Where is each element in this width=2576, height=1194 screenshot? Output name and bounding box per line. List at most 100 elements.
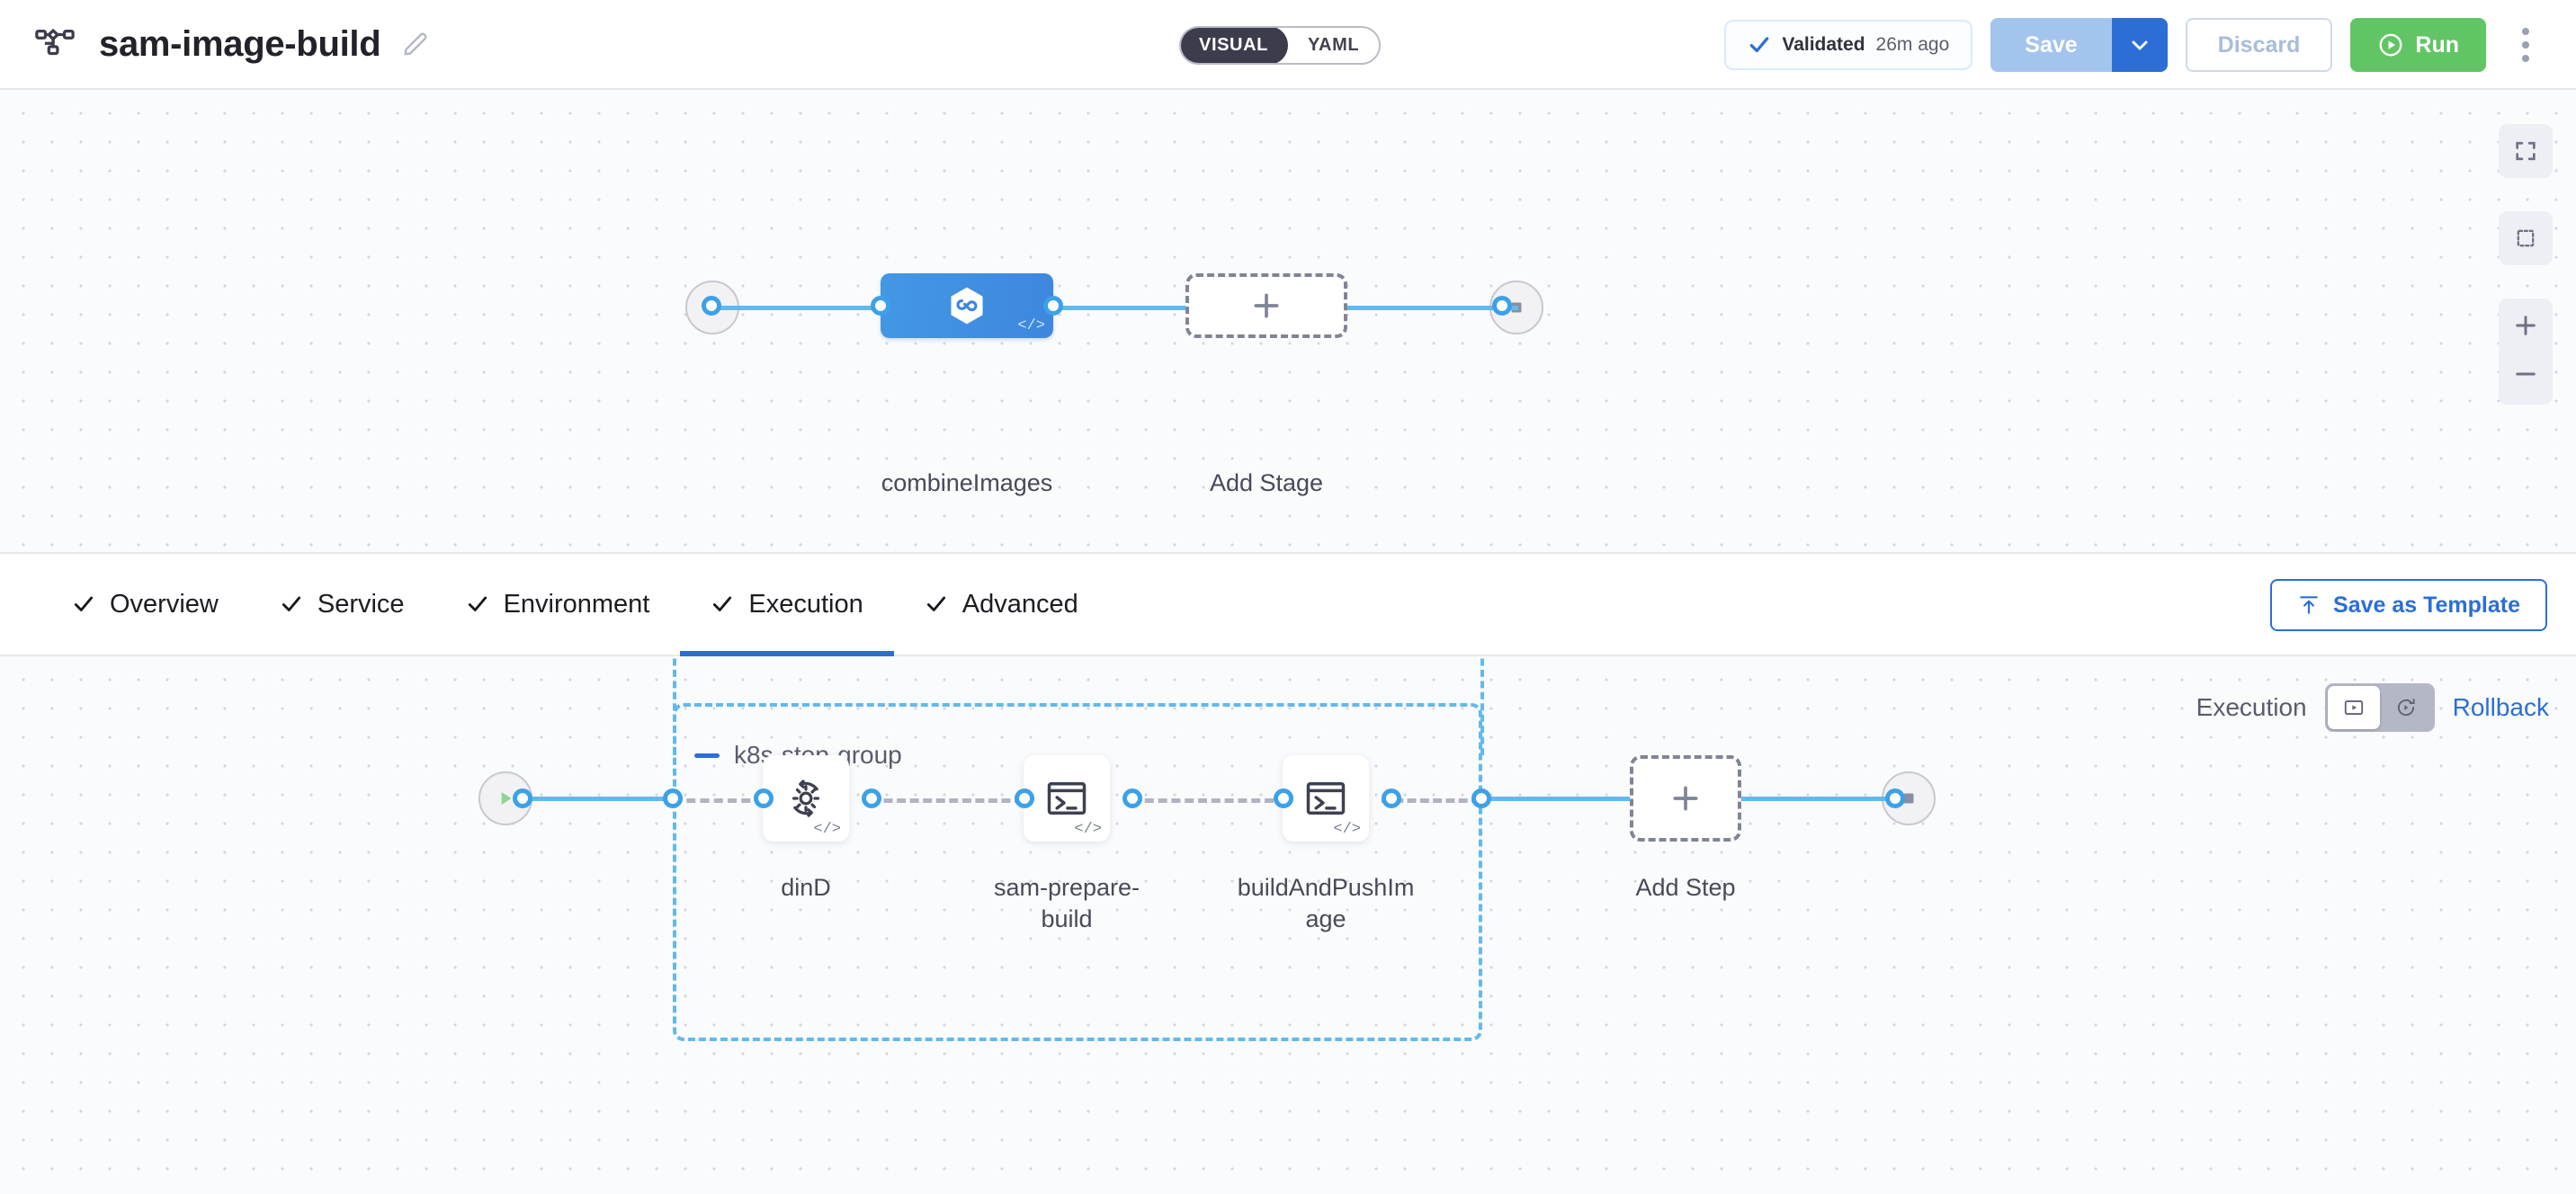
rollback-view-icon[interactable] — [2380, 686, 2432, 729]
zoom-in-icon[interactable] — [2511, 311, 2540, 340]
stage-output-port[interactable] — [1043, 296, 1063, 316]
step-link-prepare-to-build — [1131, 798, 1274, 803]
toggle-visual[interactable]: VISUAL — [1181, 28, 1288, 63]
run-label: Run — [2415, 31, 2459, 58]
stage-link-start — [711, 306, 899, 310]
stage-canvas[interactable]: </> combineImages Add Stage — [0, 90, 2576, 552]
step-label-dind: dinD — [781, 874, 831, 901]
stage-link-mid — [1042, 306, 1185, 310]
step-start-node[interactable] — [479, 771, 532, 825]
pencil-icon[interactable] — [400, 29, 431, 59]
code-badge: </> — [1017, 317, 1045, 334]
toggle-yaml[interactable]: YAML — [1307, 35, 1360, 55]
prepare-output-port[interactable] — [1123, 789, 1142, 808]
marquee-select-icon[interactable] — [2499, 211, 2553, 265]
view-mode-toggle[interactable]: VISUAL YAML — [1179, 26, 1382, 65]
stage-node-combineimages[interactable]: </> — [881, 273, 1053, 338]
step-node-dind[interactable]: </> — [763, 755, 849, 842]
group-boundary-right — [1480, 656, 1484, 755]
add-stage-label: Add Stage — [1209, 469, 1324, 496]
tab-list: Overview Service Environment Execution A… — [0, 554, 1109, 656]
save-button[interactable]: Save — [1990, 18, 2112, 72]
kebab-dot — [2522, 28, 2529, 35]
canvas-zoom-controls — [2499, 124, 2553, 405]
end-node-port[interactable] — [1492, 296, 1512, 316]
step-label-buildandpushimage: buildAndPushIm age — [1218, 872, 1434, 934]
save-split-button[interactable]: Save — [1990, 18, 2168, 72]
header-actions: Validated 26m ago Save Discard Run — [1724, 0, 2547, 90]
check-icon — [280, 593, 303, 616]
step-group-k8s[interactable] — [673, 703, 1482, 1041]
stage-link-end — [1347, 306, 1518, 310]
tab-service[interactable]: Service — [249, 554, 435, 655]
header-left-group: sam-image-build — [0, 23, 431, 65]
stage-input-port[interactable] — [871, 296, 890, 316]
check-icon — [466, 593, 489, 616]
dind-input-port[interactable] — [754, 789, 774, 808]
terminal-icon — [1043, 775, 1090, 822]
step-canvas[interactable]: Execution Rollback k8s-step-group — [0, 656, 2576, 1194]
harness-hexagon-icon — [944, 283, 989, 328]
tab-environment[interactable]: Environment — [435, 554, 681, 655]
tab-label: Advanced — [962, 589, 1078, 619]
add-step-button[interactable] — [1630, 755, 1741, 842]
step-node-buildandpushimage[interactable]: </> — [1283, 755, 1369, 842]
execution-view-icon[interactable] — [2327, 686, 2380, 729]
tab-advanced[interactable]: Advanced — [894, 554, 1109, 655]
save-as-template-label: Save as Template — [2333, 592, 2520, 618]
step-end-port[interactable] — [1885, 789, 1905, 808]
check-icon — [925, 593, 948, 616]
kebab-menu-icon[interactable] — [2504, 18, 2547, 72]
tab-label: Overview — [110, 589, 219, 619]
step-link-to-addstep — [1480, 797, 1633, 801]
code-badge: </> — [1074, 821, 1102, 838]
discard-button[interactable]: Discard — [2185, 18, 2333, 72]
build-input-port[interactable] — [1274, 789, 1293, 808]
stop-icon — [1898, 788, 1919, 809]
build-output-port[interactable] — [1382, 789, 1401, 808]
start-node-port[interactable] — [702, 296, 721, 316]
step-link-start — [520, 797, 673, 801]
save-as-template-button[interactable]: Save as Template — [2270, 579, 2547, 631]
execution-view-controls: Execution Rollback — [2196, 683, 2549, 732]
play-circle-icon — [2377, 31, 2404, 58]
tab-label: Service — [317, 589, 405, 619]
rollback-link[interactable]: Rollback — [2452, 693, 2549, 721]
minus-icon[interactable] — [694, 753, 720, 758]
group-boundary-left — [673, 656, 676, 755]
group-exit-port[interactable] — [1471, 789, 1491, 808]
execution-rollback-toggle[interactable] — [2324, 683, 2435, 732]
check-icon — [1748, 33, 1771, 57]
code-badge: </> — [813, 821, 841, 838]
add-stage-button[interactable] — [1185, 273, 1347, 338]
prepare-input-port[interactable] — [1015, 789, 1034, 808]
label-line-2: build — [1041, 904, 1093, 932]
step-link-to-end — [1741, 797, 1892, 801]
execution-label: Execution — [2196, 693, 2307, 721]
step-link-dind-to-prepare — [871, 798, 1024, 803]
step-node-sam-prepare-build[interactable]: </> — [1024, 755, 1110, 842]
plus-icon — [1668, 780, 1704, 816]
dind-output-port[interactable] — [862, 789, 881, 808]
tab-overview[interactable]: Overview — [41, 554, 249, 655]
step-start-port[interactable] — [513, 789, 532, 808]
step-link-build-to-groupend — [1382, 798, 1480, 803]
fit-screen-icon[interactable] — [2499, 124, 2553, 178]
template-upload-icon — [2297, 593, 2321, 617]
chevron-down-icon[interactable] — [2111, 18, 2168, 72]
app-header: sam-image-build VISUAL YAML Validated 26… — [0, 0, 2576, 90]
zoom-stepper — [2499, 298, 2553, 405]
group-entry-port[interactable] — [663, 789, 683, 808]
play-icon — [494, 787, 517, 810]
check-icon — [711, 593, 734, 616]
label-line-2: age — [1305, 904, 1346, 932]
step-label-sam-prepare-build: sam-prepare- build — [959, 872, 1175, 934]
check-icon — [72, 593, 95, 616]
gear-rotate-icon — [783, 775, 829, 822]
code-badge: </> — [1333, 821, 1361, 838]
plus-icon — [1248, 288, 1284, 324]
run-button[interactable]: Run — [2350, 18, 2486, 72]
tab-execution[interactable]: Execution — [680, 554, 895, 656]
zoom-out-icon[interactable] — [2511, 360, 2540, 388]
add-step-label: Add Step — [1635, 874, 1736, 901]
